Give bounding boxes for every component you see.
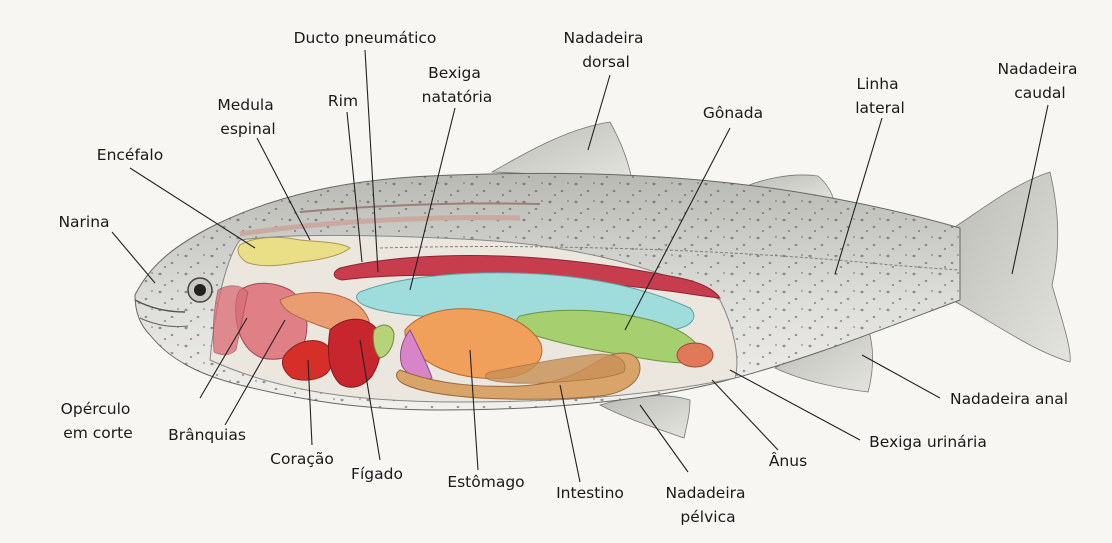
pelvic-fin [600,396,690,438]
eye-pupil [194,284,206,296]
caudal-fin [950,172,1070,362]
label-intestino: Intestino [556,484,624,502]
label-rim: Rim [328,92,358,110]
label-nadadeira-caudal: Nadadeira caudal [998,60,1083,102]
label-coracao: Coração [270,450,334,468]
label-bexiga-urinaria: Bexiga urinária [869,433,987,451]
label-ducto-pneumatico: Ducto pneumático [294,29,437,47]
label-figado: Fígado [351,465,403,483]
urinary-bladder [677,343,713,367]
label-linha-lateral: Linha lateral [855,75,905,117]
label-nadadeira-anal: Nadadeira anal [950,390,1068,408]
label-narina: Narina [58,213,109,231]
label-gonada: Gônada [703,104,763,122]
label-nadadeira-pelvica: Nadadeira pélvica [666,484,751,526]
label-encefalo: Encéfalo [97,146,163,164]
label-bexiga-natatoria: Bexiga natatória [422,64,493,106]
label-nadadeira-dorsal: Nadadeira dorsal [564,29,649,71]
label-operculo: Opérculo em corte [61,400,136,442]
label-estomago: Estômago [447,473,524,491]
dorsal-fin [492,122,632,180]
label-branquias: Brânquias [168,426,246,444]
label-medula-espinal: Medula espinal [217,96,278,138]
label-anus: Ânus [769,451,807,470]
